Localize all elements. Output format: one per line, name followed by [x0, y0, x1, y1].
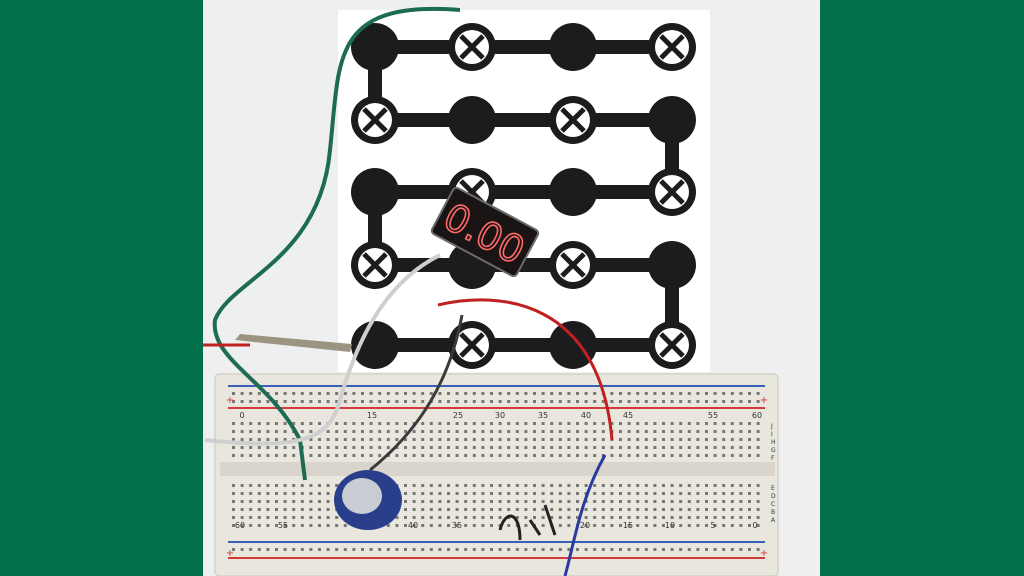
conductive-grid: [351, 23, 696, 369]
column-number: 45: [623, 411, 633, 420]
row-letter: F: [771, 455, 775, 462]
filled-pad: [351, 168, 399, 216]
gray-wire: [204, 253, 441, 446]
trace: [375, 338, 672, 352]
filled-pad: [648, 241, 696, 289]
column-number: 30: [495, 411, 505, 420]
column-number: 10: [665, 521, 675, 530]
column-number: 20: [580, 521, 590, 530]
blue-wire: [563, 454, 607, 576]
column-number: 25: [453, 411, 463, 420]
column-number: 0: [239, 411, 244, 420]
rail-plus-label: +: [226, 548, 234, 559]
rail-plus-label: +: [760, 548, 768, 559]
row-letter: G: [771, 447, 776, 454]
rail-plus-label: +: [226, 395, 234, 406]
filled-pad: [549, 321, 597, 369]
row-letter: D: [771, 493, 776, 500]
row-letter: I: [771, 431, 773, 438]
row-letter: A: [771, 517, 776, 524]
column-number: 40: [408, 521, 418, 530]
filled-pad: [549, 23, 597, 71]
filled-pad: [648, 96, 696, 144]
column-number: 15: [367, 411, 377, 420]
filled-pad: [351, 23, 399, 71]
trace: [375, 185, 672, 199]
column-number: 0: [752, 521, 757, 530]
column-number: 5: [710, 521, 715, 530]
row-letter: E: [771, 485, 775, 492]
row-letter: B: [771, 509, 775, 516]
row-letter: H: [771, 439, 776, 446]
filled-pad: [448, 96, 496, 144]
column-number: 55: [278, 521, 288, 530]
row-letter: J: [770, 423, 773, 430]
column-number: 35: [538, 411, 548, 420]
column-number: 60: [235, 521, 245, 530]
column-number: 40: [581, 411, 591, 420]
red-wire: [437, 298, 614, 441]
green-wire: [212, 6, 461, 481]
trace: [375, 113, 672, 127]
column-number: 55: [708, 411, 718, 420]
filled-pad: [351, 321, 399, 369]
column-number: 15: [623, 521, 633, 530]
alligator-clip: [235, 334, 352, 352]
trace: [375, 40, 672, 54]
resistors: [498, 504, 557, 541]
filled-pad: [549, 168, 597, 216]
capacitor: [334, 470, 402, 530]
rail-plus-label: +: [760, 395, 768, 406]
column-number: 60: [752, 411, 762, 420]
column-number: 35: [452, 521, 462, 530]
black-wire: [369, 314, 464, 472]
row-letter: C: [771, 501, 775, 508]
